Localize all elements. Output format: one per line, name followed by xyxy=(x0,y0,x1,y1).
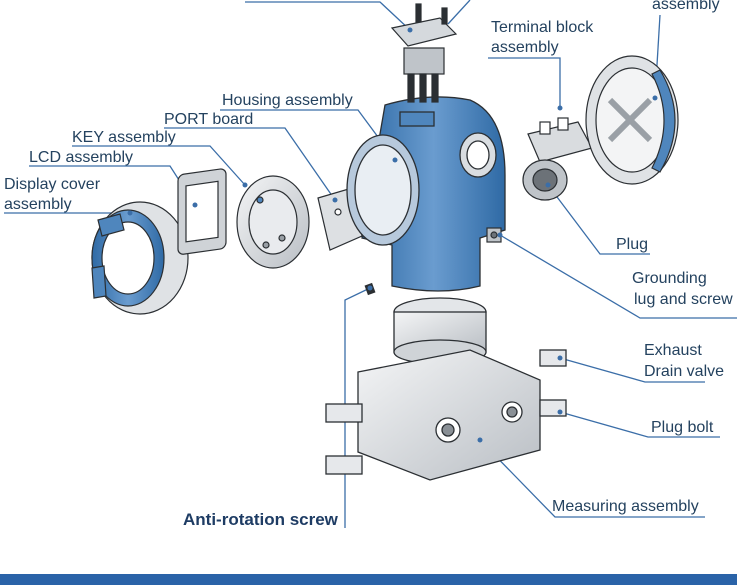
leader-lines xyxy=(4,0,737,528)
leader-plug-bolt xyxy=(559,411,720,438)
label-plug-bolt: Plug bolt xyxy=(651,419,714,436)
leader-anti-rotation xyxy=(344,287,371,528)
key-board-part xyxy=(236,175,310,269)
housing-part xyxy=(346,96,506,292)
leader-port-board xyxy=(164,127,336,201)
label-display-cover-line1: Display cover xyxy=(4,176,101,193)
footer-bar xyxy=(0,574,737,585)
label-grounding-line1: Grounding xyxy=(632,270,707,287)
leader-plug xyxy=(547,184,650,255)
label-exhaust-line2: Drain valve xyxy=(644,363,725,380)
label-display-cover-line2: assembly xyxy=(4,196,72,213)
measuring-part xyxy=(325,297,567,481)
display-cover-part xyxy=(91,201,189,315)
leader-key xyxy=(72,145,246,186)
label-top-right-assembly: assembly xyxy=(652,0,720,13)
leader-measuring xyxy=(479,439,705,518)
label-exhaust-line1: Exhaust xyxy=(644,342,702,359)
leader-dots xyxy=(127,27,658,443)
label-anti-rotation-screw: Anti-rotation screw xyxy=(183,510,338,529)
label-plug: Plug xyxy=(616,236,649,253)
leader-grounding xyxy=(499,234,737,319)
leader-top-bolt xyxy=(447,0,471,25)
terminal-block-part xyxy=(527,117,593,163)
leader-terminal-block xyxy=(488,57,561,108)
label-key-assembly: KEY assembly xyxy=(72,129,176,146)
label-measuring-assembly: Measuring assembly xyxy=(552,498,699,515)
label-grounding-line2: lug and screw xyxy=(634,291,733,308)
rear-cover-part xyxy=(585,55,679,185)
label-port-board: PORT board xyxy=(164,111,254,128)
lcd-part xyxy=(177,168,227,255)
terminal-pins-part xyxy=(390,3,458,103)
leader-exhaust xyxy=(559,357,705,383)
label-housing-assembly: Housing assembly xyxy=(222,92,353,109)
leader-top-left xyxy=(245,1,411,31)
label-terminal-block-line1: Terminal block xyxy=(491,19,594,36)
label-lcd-assembly: LCD assembly xyxy=(29,149,134,166)
label-terminal-block-line2: assembly xyxy=(491,39,559,56)
plug-part xyxy=(522,159,568,201)
